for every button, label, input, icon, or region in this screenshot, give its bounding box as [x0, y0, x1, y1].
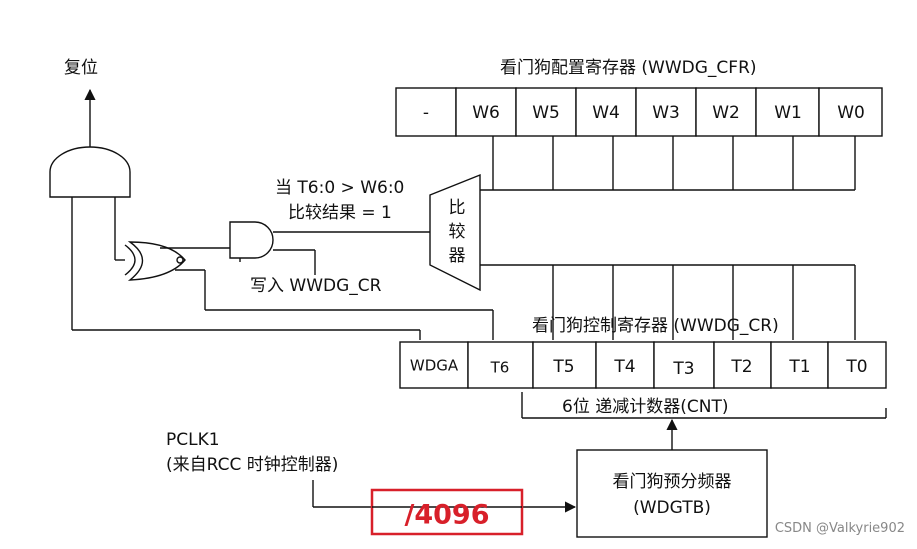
prescaler-box	[576, 449, 768, 538]
cr-bit-0	[827, 341, 887, 389]
cr-bit-label: T0	[845, 357, 867, 377]
cr-bit-3	[653, 341, 715, 389]
comparator-label-3: 器	[449, 246, 466, 266]
cr-bit-label: T1	[788, 357, 810, 377]
cr-bit-1	[770, 341, 829, 389]
prescaler-line-2: (WDGTB)	[633, 498, 711, 518]
gate-bubble	[176, 256, 184, 264]
cr-bit-label: T5	[552, 357, 574, 377]
cfr-bit-3	[635, 87, 697, 137]
cr-bit-5	[532, 341, 597, 389]
cr-bit-label: T2	[730, 357, 752, 377]
cfr-bit-label: W2	[712, 103, 740, 123]
comparator	[429, 173, 481, 292]
write-label: 写入 WWDG_CR	[250, 276, 382, 296]
cr-bit-label: T3	[672, 359, 694, 379]
cfr-bus	[480, 136, 856, 191]
cfr-bit-label: W4	[592, 103, 620, 123]
condition-line-1: 当 T6:0 > W6:0	[275, 178, 404, 198]
cr-bit-4	[595, 341, 655, 389]
cfr-bit-label: W0	[837, 103, 865, 123]
cr-bus	[480, 264, 856, 340]
cr-register: WDGA T6 T5 T4 T3 T2 T1 T0	[399, 341, 887, 389]
divider-highlight-box	[370, 488, 524, 536]
cfr-register: - W6 W5 W4 W3 W2 W1 W0	[395, 87, 883, 137]
cr-bit-label: T6	[490, 359, 510, 377]
cfr-bit-label: -	[423, 103, 429, 123]
cr-title: 看门狗控制寄存器 (WWDG_CR)	[532, 316, 779, 336]
cfr-bit-7	[395, 87, 457, 137]
xor-back-curve	[124, 244, 136, 276]
cfr-bit-6	[455, 87, 517, 137]
reset-label: 复位	[64, 58, 98, 78]
cfr-bit-0	[818, 87, 883, 137]
cr-bit-2	[713, 341, 772, 389]
xor-gate	[127, 241, 186, 281]
cfr-bit-label: W1	[774, 103, 802, 123]
reset-and-gate	[49, 146, 131, 198]
comparator-label-1: 比	[449, 198, 466, 218]
comparator-label-2: 较	[449, 222, 466, 242]
divider-label: /4096	[404, 500, 489, 531]
watermark: CSDN @Valkyrie902	[775, 521, 905, 536]
counter-label: 6位 递减计数器(CNT)	[562, 397, 728, 417]
cfr-bit-label: W6	[472, 103, 500, 123]
cr-bit-label: T4	[613, 357, 635, 377]
cfr-title: 看门狗配置寄存器 (WWDG_CFR)	[500, 58, 757, 78]
pclk-source-label: (来自RCC 时钟控制器)	[166, 455, 338, 475]
cfr-bit-4	[575, 87, 637, 137]
cr-bit-label: WDGA	[410, 357, 459, 375]
cr-bit-7	[399, 341, 469, 389]
cfr-bit-label: W3	[652, 103, 680, 123]
compare-and-gate	[229, 221, 274, 259]
prescaler-line-1: 看门狗预分频器	[613, 472, 732, 492]
cfr-bit-label: W5	[532, 103, 560, 123]
condition-line-2: 比较结果 = 1	[288, 203, 392, 223]
cfr-bit-2	[695, 87, 757, 137]
pclk-label: PCLK1	[166, 430, 220, 450]
cfr-bit-1	[755, 87, 820, 137]
